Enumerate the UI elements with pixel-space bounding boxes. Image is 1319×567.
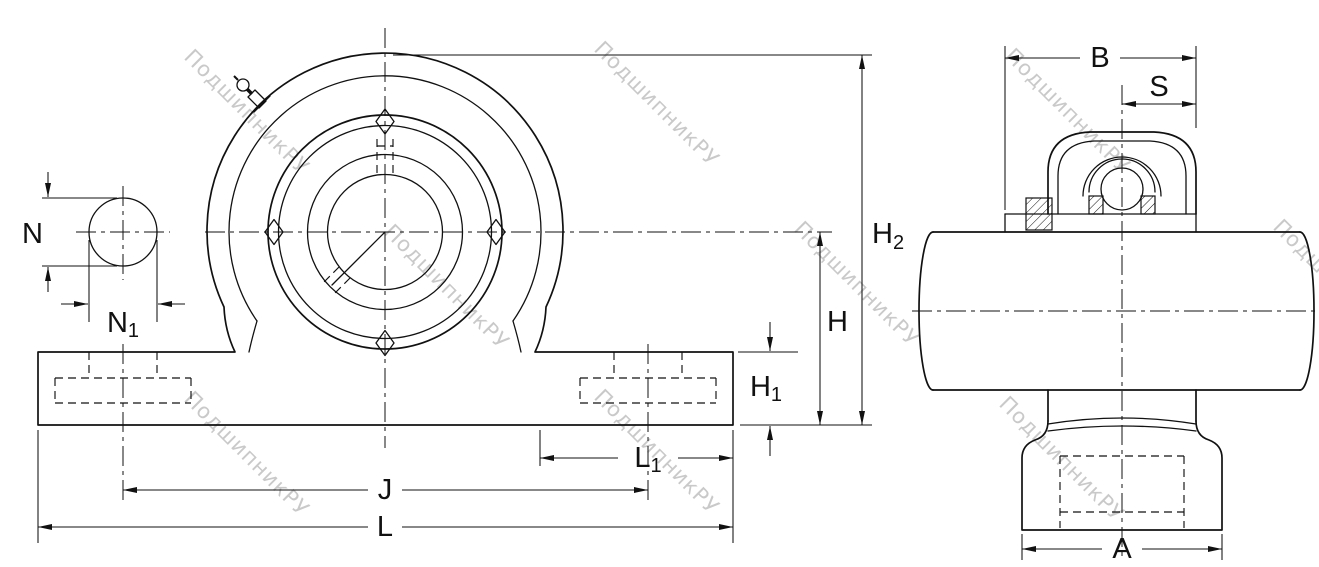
base-bolt-slots bbox=[54, 352, 717, 404]
cap-outline bbox=[1047, 131, 1197, 215]
fitting-collar bbox=[247, 89, 267, 109]
housing-outline bbox=[37, 52, 734, 426]
dim-S: S bbox=[1122, 71, 1196, 107]
shaft-left-end bbox=[918, 231, 934, 391]
dim-label-L: L bbox=[377, 511, 393, 543]
watermark-text: ПодшипникРУ bbox=[179, 387, 314, 522]
watermark-layer: ПодшипникРУ ПодшипникРУ ПодшипникРУ Подш… bbox=[179, 37, 1319, 527]
fitting-boss-tick bbox=[253, 95, 271, 113]
watermark-text: ПодшипникРУ bbox=[994, 392, 1129, 527]
side-view bbox=[912, 85, 1319, 560]
diamond-marker-right bbox=[486, 218, 506, 246]
ball bbox=[1100, 167, 1144, 211]
dim-N1: N1 bbox=[61, 240, 185, 342]
bore-radius-line bbox=[331, 231, 386, 286]
outer-ring-arc bbox=[1082, 156, 1162, 197]
bearing-section bbox=[1025, 156, 1162, 231]
dim-label-J: J bbox=[378, 474, 393, 506]
dim-label-N: N bbox=[22, 218, 43, 250]
dim-label-N1: N1 bbox=[107, 307, 139, 342]
shaft bbox=[918, 231, 1315, 391]
inner-ring-section-right bbox=[1140, 195, 1156, 215]
shaft-right-end bbox=[1299, 231, 1315, 391]
grease-fitting bbox=[233, 75, 271, 113]
dim-N: N bbox=[22, 172, 117, 292]
dim-H: H bbox=[817, 232, 848, 425]
dim-label-B: B bbox=[1090, 42, 1109, 74]
outer-raceway-arc bbox=[1088, 158, 1156, 193]
foot-neck-arc-1 bbox=[1047, 417, 1197, 425]
watermark-text: ПодшипникРУ bbox=[589, 37, 724, 172]
foot-outline bbox=[1021, 420, 1223, 531]
watermark-text: ПодшипникРУ bbox=[1268, 215, 1319, 350]
foot-neck-arc-2 bbox=[1047, 425, 1197, 432]
dim-A: A bbox=[1021, 533, 1223, 565]
dim-H1: H1 bbox=[738, 322, 798, 456]
inner-ring-section-left bbox=[1088, 195, 1104, 215]
diamond-marker-bottom bbox=[375, 329, 395, 357]
dim-label-H2: H2 bbox=[872, 218, 904, 254]
dim-H2: H2 bbox=[393, 54, 904, 426]
dim-label-H: H bbox=[827, 306, 848, 338]
dim-L: L bbox=[37, 430, 733, 543]
front-view bbox=[37, 28, 832, 502]
dim-label-H1: H1 bbox=[750, 371, 782, 406]
diamond-marker-left bbox=[264, 218, 284, 246]
housing-inner-fillet-right bbox=[512, 320, 522, 353]
dim-label-S: S bbox=[1149, 71, 1168, 103]
dim-label-A: A bbox=[1112, 533, 1132, 565]
housing-inner-fillet-left bbox=[248, 320, 258, 353]
front-view-centerlines bbox=[76, 28, 832, 502]
dim-label-L1: L1 bbox=[634, 442, 661, 477]
set-screw-details bbox=[323, 139, 394, 294]
watermark-text: ПодшипникРУ bbox=[589, 385, 724, 520]
dim-J: J bbox=[123, 474, 648, 506]
dim-L1: L1 bbox=[539, 430, 734, 543]
watermark-text: ПодшипникРУ bbox=[379, 220, 514, 355]
cap-inner-outline bbox=[1057, 140, 1187, 215]
pedestal bbox=[1021, 389, 1223, 531]
dim-B: B bbox=[1004, 42, 1197, 210]
set-screw-block bbox=[1025, 197, 1053, 231]
fitting-ball bbox=[236, 78, 250, 92]
